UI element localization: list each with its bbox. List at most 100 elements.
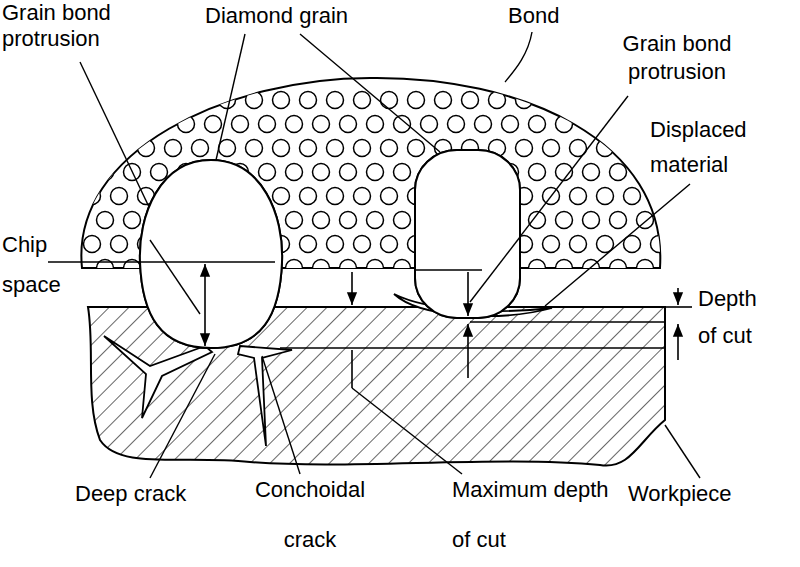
- bond-dot: [381, 188, 398, 205]
- bond-dot: [610, 212, 627, 229]
- bond-dot: [300, 188, 317, 205]
- bond-dot: [246, 140, 263, 157]
- bond-dot: [300, 236, 317, 253]
- bond-dot: [705, 236, 722, 253]
- bond-dot: [367, 164, 384, 181]
- bond-dot: [192, 92, 209, 109]
- bond-dot: [84, 236, 101, 253]
- bond-dot: [543, 140, 560, 157]
- leader-lines: [150, 152, 520, 314]
- bond-dot: [111, 140, 128, 157]
- bond-dot: [84, 188, 101, 205]
- bond-dot: [610, 116, 627, 133]
- diamond-grain: [415, 150, 520, 318]
- bond-dot: [124, 212, 141, 229]
- bond-dot: [246, 92, 263, 109]
- bond-dot: [394, 116, 411, 133]
- bond-dot: [165, 140, 182, 157]
- bond-dot: [678, 92, 695, 109]
- diamond-grain: [415, 150, 520, 318]
- bond-dot: [286, 212, 303, 229]
- bond-dot: [597, 188, 614, 205]
- deep-crack: [104, 336, 212, 418]
- bond-dot: [124, 116, 141, 133]
- part-label: Bond: [508, 2, 559, 30]
- bond-dot: [435, 92, 452, 109]
- bond-dot: [691, 212, 708, 229]
- bond-dot: [367, 116, 384, 133]
- bond-dot: [529, 116, 546, 133]
- leader-lines: [80, 32, 700, 478]
- bond-dot: [300, 140, 317, 157]
- bond-dot: [313, 116, 330, 133]
- bond-dot: [556, 212, 573, 229]
- bond-dot: [219, 140, 236, 157]
- diamond-grain: [140, 160, 282, 348]
- bond-dot: [475, 116, 492, 133]
- bond-dot: [367, 260, 384, 277]
- part-label: Diamond grain: [205, 2, 348, 30]
- bond-dot: [691, 260, 708, 277]
- bond-dot: [705, 188, 722, 205]
- bond-dot: [718, 212, 735, 229]
- part-label: Grain bond protrusion: [2, 0, 127, 52]
- bond-dot: [651, 92, 668, 109]
- bond-dot: [556, 260, 573, 277]
- bond-dot: [624, 140, 641, 157]
- bond-dot: [111, 188, 128, 205]
- bond-dot: [259, 164, 276, 181]
- bond-dot: [678, 188, 695, 205]
- bond-dot: [624, 92, 641, 109]
- bond-dot: [637, 260, 654, 277]
- bond-dot: [354, 236, 371, 253]
- bond-dot: [273, 188, 290, 205]
- bond-dot: [219, 92, 236, 109]
- bond-dot: [259, 116, 276, 133]
- bond-dot: [651, 236, 668, 253]
- bond-dot: [300, 92, 317, 109]
- bond-dot: [556, 116, 573, 133]
- bond-dot: [529, 164, 546, 181]
- bond-dot: [313, 164, 330, 181]
- bond-dot: [394, 260, 411, 277]
- bond-dot: [651, 188, 668, 205]
- bond-dot: [327, 236, 344, 253]
- bond-dot: [637, 212, 654, 229]
- bond-dot: [367, 212, 384, 229]
- part-label: Depth of cut: [698, 280, 778, 354]
- bond-dot: [502, 116, 519, 133]
- bond-dot: [97, 212, 114, 229]
- bond-dot: [232, 116, 249, 133]
- bond-dot: [354, 140, 371, 157]
- bond-dot: [718, 260, 735, 277]
- bond-dot: [597, 92, 614, 109]
- bond-dot: [489, 92, 506, 109]
- bond-dot: [97, 116, 114, 133]
- bond-dot: [583, 116, 600, 133]
- bond-dot: [570, 188, 587, 205]
- part-label: Workpiece: [628, 480, 732, 508]
- bond-dot: [408, 140, 425, 157]
- max-depth-line: [280, 347, 665, 349]
- bond-dot: [286, 260, 303, 277]
- bond-dot: [516, 140, 533, 157]
- part-label: Deep crack: [75, 480, 186, 508]
- bond-dot: [421, 116, 438, 133]
- bond-dot: [111, 92, 128, 109]
- bond-dot: [583, 164, 600, 181]
- bond-dot: [327, 188, 344, 205]
- bond-dot: [597, 140, 614, 157]
- bond-dot: [543, 236, 560, 253]
- depth-line: [470, 321, 665, 323]
- bond-dot: [448, 116, 465, 133]
- bond-dot: [610, 260, 627, 277]
- bond-dot: [678, 236, 695, 253]
- bond-dot: [664, 212, 681, 229]
- bond-dot: [624, 188, 641, 205]
- bond-dot: [408, 92, 425, 109]
- bond-dot: [151, 164, 168, 181]
- bond-dot: [327, 92, 344, 109]
- bond-dot: [354, 92, 371, 109]
- bond-dot: [529, 260, 546, 277]
- bond-dot: [97, 164, 114, 181]
